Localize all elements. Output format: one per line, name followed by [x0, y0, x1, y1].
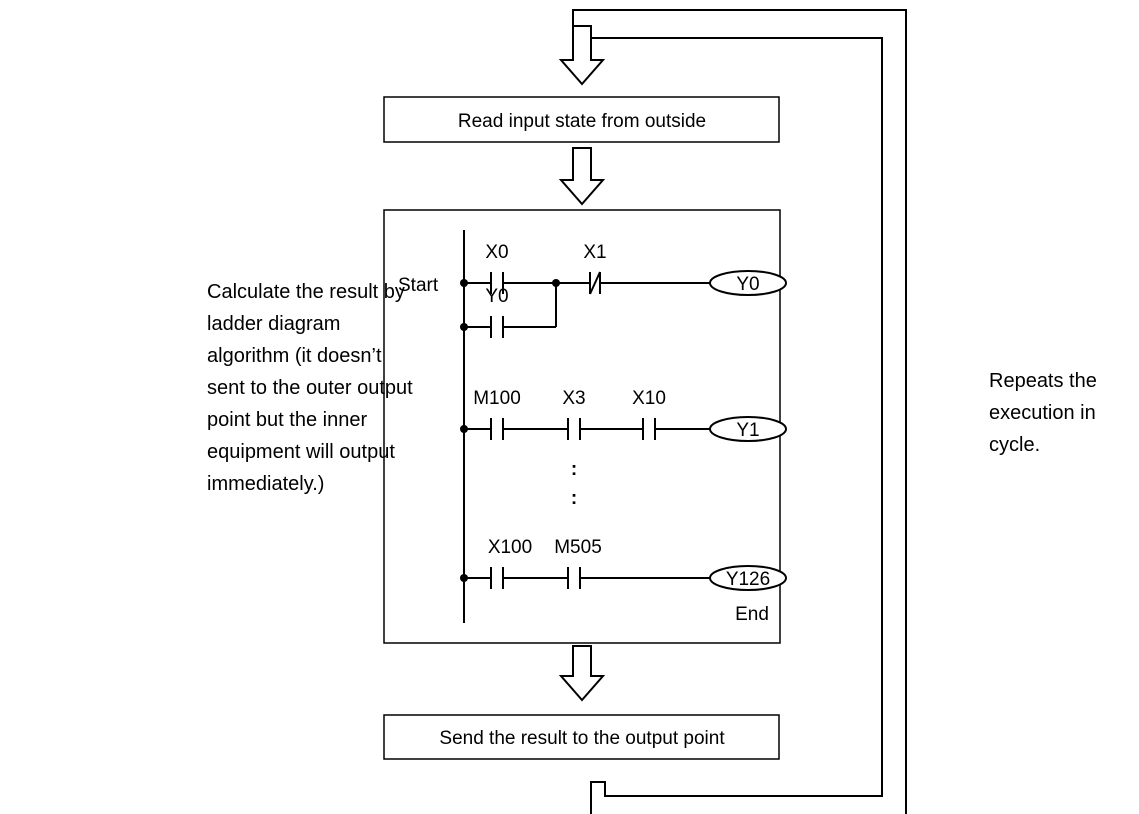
- ladder-diagram: [463, 230, 787, 623]
- left-description-line: point but the inner: [207, 409, 368, 431]
- contact-label-y0: Y0: [485, 286, 508, 307]
- rung-1: [464, 271, 710, 295]
- left-description-line: ladder diagram: [207, 313, 341, 335]
- junction-dot: [460, 323, 468, 331]
- contact-label-x1: X1: [583, 242, 606, 263]
- rung-2: [464, 418, 710, 440]
- junction-dot: [460, 425, 468, 433]
- outer-loop: [572, 9, 907, 814]
- rung-1-branch: [464, 283, 557, 338]
- read-input-label: Read input state from outside: [458, 111, 706, 132]
- ladder-labels: Start X0 X1 Y0 Y0 M100 X3 X10 Y1 : : X10…: [398, 242, 770, 625]
- read-input-box: [383, 96, 780, 143]
- junction-dot: [460, 574, 468, 582]
- junction-dot: [552, 279, 560, 287]
- contact-label-x100: X100: [488, 537, 532, 558]
- middle-arrow-icon: [558, 147, 606, 206]
- contact-label-x3: X3: [562, 388, 585, 409]
- ellipsis-dots: :: [571, 488, 577, 509]
- right-description-line: cycle.: [989, 434, 1041, 456]
- left-description-line: Calculate the result by: [207, 281, 405, 303]
- contact-label-x0: X0: [485, 242, 508, 263]
- top-arrow-icon: [558, 25, 606, 86]
- ellipsis-dots: :: [571, 459, 577, 480]
- left-description-line: immediately.): [207, 473, 325, 495]
- left-description-line: sent to the outer output: [207, 377, 413, 399]
- coil-label-y1: Y1: [736, 420, 759, 441]
- left-description-line: equipment will output: [207, 441, 395, 463]
- contact-label-x10: X10: [632, 388, 666, 409]
- start-label: Start: [398, 275, 439, 296]
- send-output-box: [383, 714, 780, 760]
- coil-label-y0: Y0: [736, 274, 759, 295]
- junction-dots: [460, 279, 560, 582]
- right-description: Repeats the execution in cycle.: [989, 365, 1097, 461]
- send-output-label: Send the result to the output point: [439, 728, 725, 749]
- contact-label-m505: M505: [554, 537, 602, 558]
- right-description-line: Repeats the: [989, 370, 1097, 392]
- contact-label-m100: M100: [473, 388, 521, 409]
- left-description-line: algorithm (it doesn’t: [207, 345, 382, 367]
- right-description-line: execution in: [989, 402, 1096, 424]
- coil-y1: [709, 416, 787, 442]
- coil-y0: [709, 270, 787, 296]
- rung-3: [464, 567, 710, 589]
- coil-y126: [709, 565, 787, 591]
- end-label: End: [735, 604, 769, 625]
- lower-arrow-icon: [558, 645, 606, 702]
- left-description: Calculate the result by ladder diagram a…: [207, 276, 413, 500]
- coil-label-y126: Y126: [726, 569, 770, 590]
- junction-dot: [460, 279, 468, 287]
